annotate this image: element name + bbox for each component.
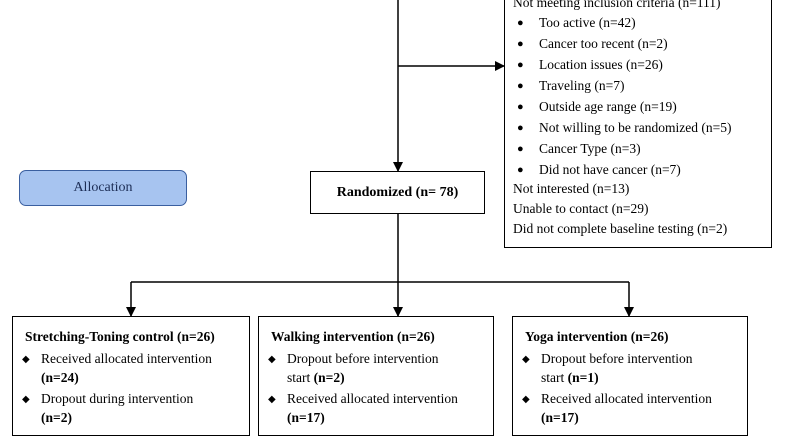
bullet-icon: ● [517,164,524,176]
diamond-bullet-icon: ◆ [268,394,276,405]
exclusion-other-item: Unable to contact (n=29) [513,201,649,216]
arm-item: ◆ Dropout before intervention start (n=2… [268,351,439,385]
bullet-icon: ● [517,80,524,92]
arm-title: Stretching-Toning control (n=26) [25,329,215,344]
diamond-bullet-icon: ◆ [268,354,276,365]
arm-title: Walking intervention (n=26) [271,329,435,344]
list-item: ●Location issues (n=26) [517,55,663,75]
arm-item: ◆ Dropout before intervention start (n=1… [522,351,693,385]
diamond-bullet-icon: ◆ [22,354,30,365]
randomized-box: Randomized (n= 78) [310,171,485,214]
list-item: ●Did not have cancer (n=7) [517,160,681,180]
bullet-icon: ● [517,59,524,71]
arm-box-yoga: Yoga intervention (n=26) ◆ Dropout befor… [512,316,748,436]
arm-item: ◆ Received allocated intervention (n=17) [522,391,712,425]
flow-connectors [126,0,634,317]
arm-title: Yoga intervention (n=26) [525,329,669,344]
arm-item: ◆ Received allocated intervention (n=17) [268,391,458,425]
list-item: ●Too active (n=42) [517,13,636,33]
exclusion-header: Not meeting inclusion criteria (n=111) [513,0,721,10]
list-item: ●Cancer Type (n=3) [517,139,641,159]
bullet-icon: ● [517,143,524,155]
arm-box-walking: Walking intervention (n=26) ◆ Dropout be… [258,316,494,436]
allocation-stage-label: Allocation [19,170,187,206]
bullet-icon: ● [517,38,524,50]
bullet-icon: ● [517,17,524,29]
list-item: ●Cancer too recent (n=2) [517,34,668,54]
exclusion-box: Not meeting inclusion criteria (n=111) ●… [504,0,772,248]
arm-item: ◆ Received allocated intervention (n=24) [22,351,212,385]
exclusion-other-item: Did not complete baseline testing (n=2) [513,221,728,236]
bullet-icon: ● [517,122,524,134]
list-item: ●Outside age range (n=19) [517,97,677,117]
diamond-bullet-icon: ◆ [522,354,530,365]
list-item: ●Not willing to be randomized (n=5) [517,118,731,138]
list-item: ●Traveling (n=7) [517,76,624,96]
exclusion-other-item: Not interested (n=13) [513,181,630,196]
arm-item: ◆ Dropout during intervention (n=2) [22,391,194,425]
arm-box-stretching: Stretching-Toning control (n=26) ◆ Recei… [12,316,250,436]
bullet-icon: ● [517,101,524,113]
diamond-bullet-icon: ◆ [522,394,530,405]
diamond-bullet-icon: ◆ [22,394,30,405]
